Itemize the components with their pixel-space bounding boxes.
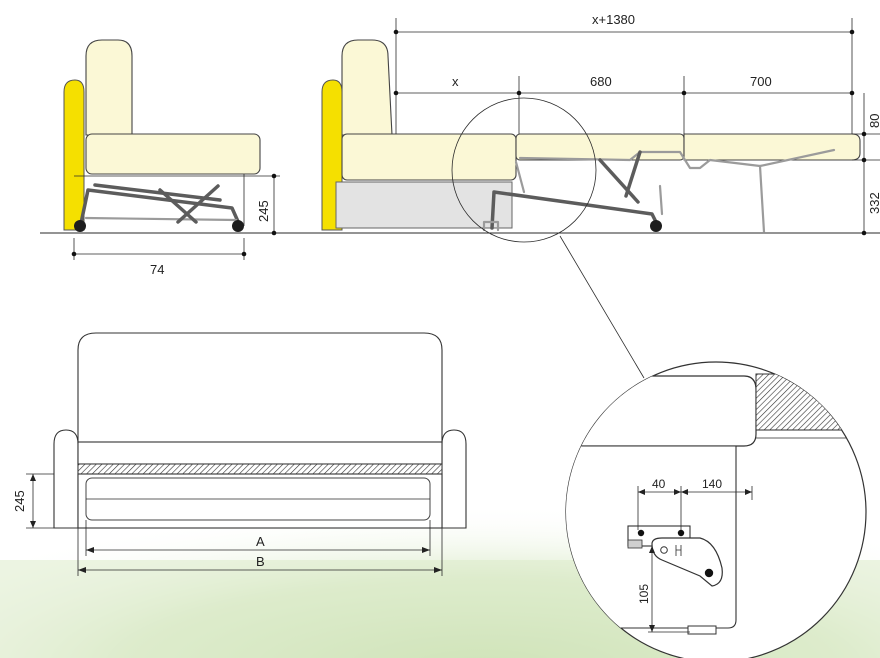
dim-total-length: x+1380 (393, 12, 855, 134)
label-x: x (452, 74, 459, 89)
label-detail-140: 140 (702, 477, 722, 491)
label-700: 700 (750, 74, 772, 89)
dim-width-a: A (85, 520, 431, 556)
label-detail-105: 105 (637, 584, 651, 604)
label-side-depth: 74 (150, 262, 164, 277)
dim-width-b: B (77, 528, 443, 576)
dim-side-depth: 74 (71, 238, 247, 277)
label-width-a: A (256, 534, 265, 549)
dim-side-height: 245 (250, 173, 280, 236)
detail-leader-line (559, 235, 645, 379)
sofa-side-view (63, 39, 261, 232)
sofa-front-view (53, 332, 467, 529)
dim-front-height: 245 (12, 473, 54, 529)
sofa-unfolded-view (321, 39, 861, 234)
label-width-b: B (256, 554, 265, 569)
label-side-height: 245 (256, 200, 271, 222)
label-total-length: x+1380 (592, 12, 635, 27)
dim-segments: x 680 700 (393, 74, 855, 134)
label-680: 680 (590, 74, 612, 89)
label-floor-to-sleep: 332 (867, 192, 880, 214)
dim-right-vertical: 80 332 (852, 93, 880, 236)
label-front-height: 245 (12, 490, 27, 512)
label-mattress-thickness: 80 (867, 114, 880, 128)
detail-marker-circle (451, 97, 597, 243)
label-detail-40: 40 (652, 477, 666, 491)
